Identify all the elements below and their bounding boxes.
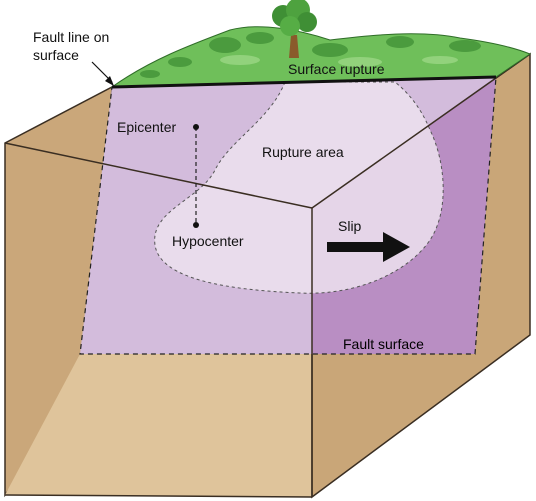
label-fault-line-on-surface-2: surface — [33, 47, 79, 63]
label-slip: Slip — [338, 218, 362, 234]
fault-line-leader-arrowhead — [105, 76, 114, 86]
epicenter-dot — [193, 124, 199, 130]
label-fault-surface: Fault surface — [343, 336, 424, 352]
block-left-face-highlight — [5, 354, 312, 497]
grass-highlights — [220, 55, 458, 67]
grass-texture — [140, 32, 481, 78]
rupture-area — [154, 81, 444, 294]
label-surface-rupture: Surface rupture — [288, 61, 385, 77]
block-bottom-edge — [4, 494, 313, 498]
slip-arrow — [327, 232, 410, 262]
hypocenter-dot — [193, 222, 199, 228]
label-hypocenter: Hypocenter — [172, 233, 244, 249]
label-fault-line-on-surface-1: Fault line on — [33, 29, 109, 45]
block-front-top-edge — [311, 53, 531, 209]
fault-trace-line — [111, 75, 497, 89]
tree-icon — [272, 0, 317, 58]
label-rupture-area: Rupture area — [262, 144, 344, 160]
label-epicenter: Epicenter — [117, 119, 176, 135]
